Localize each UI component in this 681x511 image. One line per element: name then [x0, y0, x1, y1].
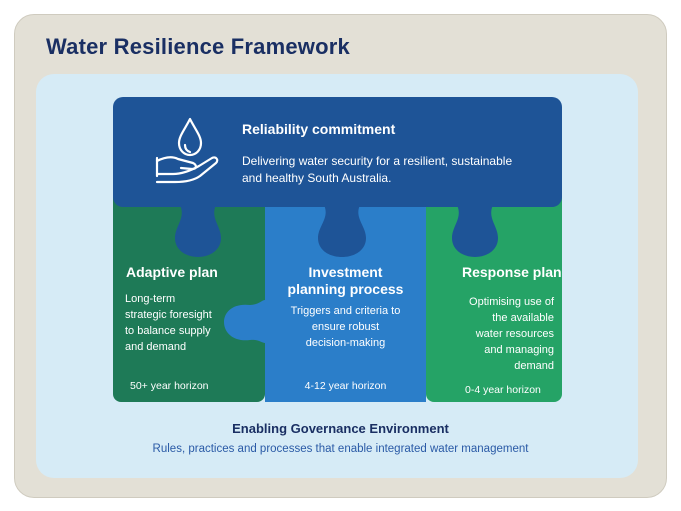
reliability-text-line1: Delivering water security for a resilien… [242, 154, 513, 168]
reliability-description: Delivering water security for a resilien… [242, 153, 512, 187]
adaptive-plan-description: Long-term strategic foresight to balance… [125, 291, 212, 355]
governance-description: Rules, practices and processes that enab… [152, 443, 529, 455]
response-plan-description: Optimising use of the available water re… [458, 294, 554, 374]
governance-heading: Enabling Governance Environment [232, 421, 449, 436]
investment-left-tab [224, 300, 265, 343]
investment-line: ensure robust [311, 321, 380, 333]
investment-heading: Investment planning process [265, 264, 426, 298]
reliability-commitment-piece [113, 97, 562, 207]
adaptive-line: Long-term [125, 293, 176, 305]
reliability-text-line2: and healthy South Australia. [242, 171, 392, 185]
reliability-tab-left [175, 205, 221, 257]
investment-heading-line1: Investment [308, 264, 383, 280]
adaptive-plan-heading: Adaptive plan [126, 264, 218, 280]
water-drop-hand-icon [155, 117, 219, 184]
response-line: water resources [475, 328, 554, 340]
adaptive-plan-piece [113, 190, 265, 402]
response-plan-horizon: 0-4 year horizon [465, 384, 541, 396]
investment-line: Triggers and criteria to [290, 305, 401, 317]
investment-horizon: 4-12 year horizon [304, 380, 387, 392]
investment-line: decision-making [305, 337, 386, 349]
investment-heading-line2: planning process [287, 281, 404, 297]
reliability-tab-middle [318, 205, 366, 257]
page-title: Water Resilience Framework [46, 34, 350, 59]
response-line: Optimising use of [469, 296, 554, 308]
reliability-heading: Reliability commitment [242, 121, 396, 137]
investment-description: Triggers and criteria to ensure robust d… [265, 303, 426, 351]
response-plan-heading: Response plan [462, 264, 562, 280]
adaptive-line: strategic foresight [125, 309, 212, 321]
adaptive-plan-horizon: 50+ year horizon [130, 380, 209, 392]
reliability-tab-right [452, 205, 498, 257]
adaptive-line: to balance supply [125, 325, 211, 337]
response-line: the available [492, 312, 554, 324]
response-line: demand [514, 360, 554, 372]
adaptive-line: and demand [125, 341, 187, 353]
response-line: and managing [484, 344, 554, 356]
